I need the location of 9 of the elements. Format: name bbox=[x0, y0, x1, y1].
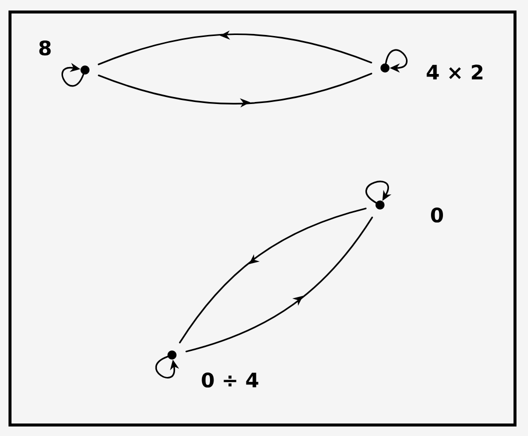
node-label: 8 bbox=[39, 40, 51, 56]
node-label: 4 × 2 bbox=[426, 64, 482, 80]
loop-arrow bbox=[385, 49, 408, 73]
loop-arrow bbox=[62, 62, 84, 87]
arrow bbox=[185, 216, 373, 352]
arrow bbox=[179, 208, 367, 344]
node-label: 0 ÷ 4 bbox=[202, 372, 258, 388]
loop-arrow bbox=[365, 180, 392, 204]
node-label: 0 bbox=[431, 207, 443, 223]
